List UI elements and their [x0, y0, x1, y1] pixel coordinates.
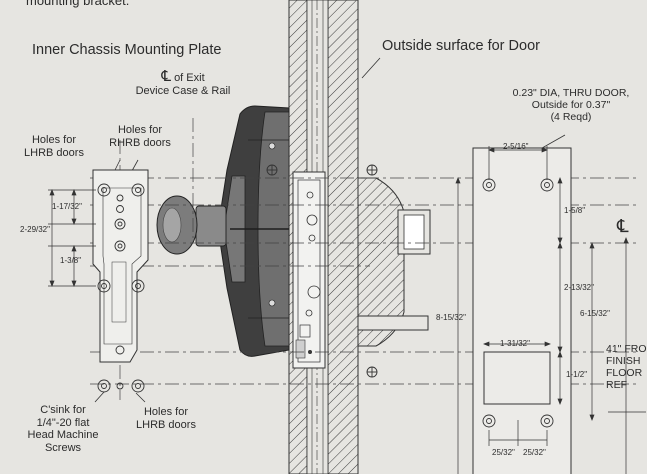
dim-25-32-a: 25/32" [492, 448, 515, 457]
floor-ref-label: 41" FRO FINISH FLOOR REF [606, 343, 647, 391]
dia-line1: 0.23" DIA, THRU DOOR, [512, 87, 630, 99]
dim-1-31-32: 1-31/32" [500, 339, 530, 348]
csink-line3: Head Machine [27, 429, 99, 442]
holes-lhrb-bottom-line2: LHRB doors [136, 418, 196, 431]
dim-8-15-32: 8-15/32" [436, 313, 466, 322]
holes-rhrb-line1: Holes for [117, 124, 163, 136]
csink-line2: 1/4"-20 flat [36, 416, 90, 429]
dim-25-32-b: 25/32" [523, 448, 546, 457]
holes-lhrb-bottom-line1: Holes for [143, 406, 189, 418]
dim-1-17-32: 1-17/32" [52, 202, 82, 211]
dim-2-13-32: 2-13/32" [564, 283, 594, 292]
top-cut-label: mounting bracket. [26, 0, 130, 8]
centerline-exit-label: ℄ of Exit Device Case & Rail [118, 68, 248, 98]
outside-trim [357, 177, 431, 347]
floor-line4: REF [606, 379, 627, 392]
floor-line1: 41" FRO [606, 343, 647, 355]
holes-rhrb-label: Holes for RHRB doors [98, 124, 182, 149]
inner-chassis-label: Inner Chassis Mounting Plate [32, 42, 222, 58]
csink-line1: C'sink for [40, 404, 86, 416]
door-template-outline [472, 147, 572, 474]
centerline-right-symbol: ℄ [617, 216, 629, 236]
floor-line2: FINISH [606, 355, 641, 368]
holes-lhrb-top-label: Holes for LHRB doors [12, 134, 96, 159]
screw-heads [266, 164, 378, 378]
dim-6-15-32: 6-15/32" [580, 309, 610, 318]
dia-line3: (4 Reqd) [550, 111, 592, 124]
holes-lhrb-bottom-label: Holes for LHRB doors [122, 406, 210, 431]
dim-1-5-8: 1-5/8" [564, 206, 586, 215]
outside-surface-label: Outside surface for Door [382, 38, 540, 54]
centerline-symbol: ℄ [161, 68, 171, 85]
dia-line2: Outside for 0.37" [531, 99, 611, 112]
leaders-bottom-left [94, 391, 146, 403]
csink-label: C'sink for 1/4"-20 flat Head Machine Scr… [18, 404, 108, 455]
dim-2-5-16: 2-5/16" [503, 142, 529, 151]
holes-rhrb-line2: RHRB doors [109, 136, 171, 149]
mortise-lock-case [292, 171, 326, 369]
floor-line3: FLOOR [606, 367, 643, 380]
dia-note-label: 0.23" DIA, THRU DOOR, Outside for 0.37" … [490, 87, 647, 123]
dim-1-1-2: 1-1/2" [566, 370, 588, 379]
holes-lhrb-top-line2: LHRB doors [24, 146, 84, 159]
csink-line4: Screws [44, 441, 82, 454]
centerline-exit-line2: Device Case & Rail [135, 85, 231, 98]
centerline-exit-line1: of Exit [174, 72, 205, 84]
chassis-plate [92, 169, 149, 363]
left-dimension-lines [48, 189, 96, 287]
right-dimension-lines [455, 146, 629, 474]
chassis-holes [97, 183, 145, 393]
dim-2-29-32: 2-29/32" [20, 225, 50, 234]
knob [156, 195, 227, 255]
exit-device-housing [217, 105, 290, 357]
holes-lhrb-top-line1: Holes for [31, 134, 77, 146]
dim-1-3-8: 1-3/8" [60, 256, 82, 265]
